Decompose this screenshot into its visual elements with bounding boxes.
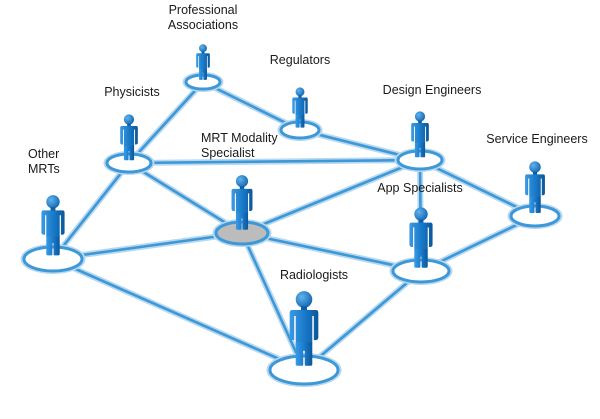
edge-professional-associations-physicists [127,80,205,165]
label-design-engineers: Design Engineers [382,83,482,97]
person-icon-mrt-modality-specialist [231,175,253,230]
person-torso [411,122,429,144]
node-ring-service-engineers [509,204,561,228]
person-legs [199,68,207,80]
person-neck [239,186,245,190]
person-legs [414,248,428,268]
label-app-specialists: App Specialists [377,181,463,195]
person-head [199,44,207,53]
person-icon-radiologists [289,291,319,366]
edge-physicists-mrt-modality-specialist [127,161,244,235]
label-physicists: Physicists [104,85,160,99]
person-torso [292,97,308,116]
person-legs [529,196,541,213]
node-rings [20,72,563,387]
edge-app-specialists-radiologists [302,269,423,372]
label-other-mrts: Other MRTs [28,147,60,176]
person-neck [127,123,131,127]
person-head [295,87,305,97]
person-neck [300,306,308,311]
person-torso [525,174,545,198]
person-torso [41,210,65,238]
edge-mrt-modality-specialist-radiologists [240,231,306,372]
edge-professional-associations-regulators [201,80,302,132]
edge-other-mrts-mrt-modality-specialist [51,231,244,261]
node-ring-professional-associations [184,73,222,91]
person-legs [414,142,426,158]
person-figures [41,44,545,366]
person-torso [409,222,433,250]
person-head [123,114,135,125]
person-neck [418,219,424,224]
person-legs [46,236,60,256]
person-icon-regulators [292,87,308,128]
person-icon-app-specialists [409,207,433,268]
person-icon-other-mrts [41,195,65,256]
person-neck [201,51,205,54]
node-ring-design-engineers [396,149,444,171]
edge-physicists-design-engineers [127,158,422,165]
person-torso [120,125,138,147]
person-head [414,111,426,122]
node-ring-radiologists [268,354,340,386]
edge-other-mrts-radiologists [51,257,306,372]
person-neck [50,207,56,211]
node-ring-mrt-modality-specialist [214,220,270,246]
person-legs [295,342,313,366]
person-legs [123,145,135,161]
node-ring-app-specialists [391,258,451,284]
person-icon-professional-associations [196,44,210,80]
edge-mrt-modality-specialist-app-specialists [240,231,423,273]
person-neck [418,120,422,124]
person-torso [231,188,253,214]
person-head [414,207,428,221]
label-mrt-modality-specialist: MRT Modality Specialist [201,131,278,160]
node-ring-regulators [279,120,321,140]
person-icon-physicists [120,114,138,161]
person-torso [289,310,319,344]
node-ring-physicists [105,152,153,174]
label-radiologists: Radiologists [279,268,349,282]
label-regulators: Regulators [269,53,331,67]
edge-design-engineers-mrt-modality-specialist [240,158,422,235]
person-torso [196,53,210,70]
person-legs [295,115,305,128]
person-legs [235,212,249,230]
person-icon-design-engineers [411,111,429,158]
person-head [46,195,60,209]
person-head [529,161,541,173]
person-head [295,291,313,308]
person-neck [298,95,302,98]
edge-physicists-other-mrts [51,161,131,261]
node-ring-other-mrts [22,245,84,273]
person-icon-service-engineers [525,161,545,213]
person-neck [532,171,538,175]
person-head [235,175,249,188]
label-professional-associations: Professional Associations [167,3,239,32]
label-service-engineers: Service Engineers [486,132,588,146]
